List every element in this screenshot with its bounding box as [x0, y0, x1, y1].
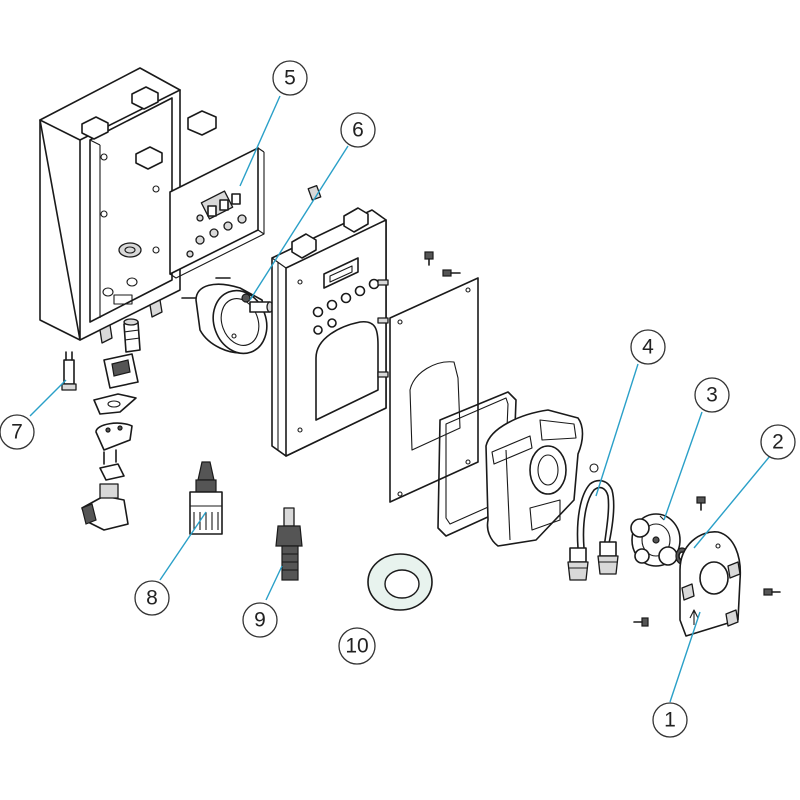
- leader-1: [669, 611, 701, 703]
- callout-label-2: 2: [772, 431, 784, 454]
- front-plate: [679, 531, 742, 637]
- callout-label-6: 6: [352, 119, 364, 142]
- callout-1: 1: [652, 702, 688, 738]
- callout-7: 7: [0, 414, 35, 450]
- pump-housing: [485, 409, 584, 547]
- callout-label-1: 1: [664, 709, 676, 732]
- callout-label-3: 3: [706, 384, 718, 407]
- rotor: [630, 513, 681, 567]
- callout-9: 9: [242, 602, 278, 638]
- motor-assembly: [181, 185, 322, 355]
- connector-stack: [61, 318, 141, 531]
- leader-lines: [29, 95, 771, 703]
- front-cover: [271, 207, 389, 457]
- leader-8: [159, 511, 207, 581]
- callout-10: 10: [338, 627, 376, 665]
- leader-5: [239, 95, 281, 187]
- callout-label-8: 8: [146, 587, 158, 610]
- callout-2: 2: [760, 424, 796, 460]
- front-plate-screws: [633, 496, 781, 627]
- callout-label-10: 10: [345, 635, 368, 658]
- callout-label-7: 7: [11, 421, 23, 444]
- flat-gasket: [389, 277, 479, 503]
- ring-weight: [367, 553, 433, 611]
- injection-valve: [189, 461, 223, 535]
- rear-enclosure: [39, 67, 181, 344]
- callout-label-9: 9: [254, 609, 266, 632]
- callout-4: 4: [630, 329, 666, 365]
- leader-6: [249, 145, 349, 301]
- leader-4: [595, 363, 639, 497]
- leader-9: [265, 565, 283, 601]
- leader-3: [663, 411, 703, 521]
- callout-label-4: 4: [642, 336, 654, 359]
- tube-assembly: [567, 463, 619, 581]
- clip-part: [187, 110, 217, 136]
- callout-5: 5: [272, 60, 308, 96]
- callout-6: 6: [340, 112, 376, 148]
- circuit-board: [169, 147, 265, 279]
- leader-2: [693, 455, 771, 549]
- gasket-screws: [424, 251, 461, 277]
- callout-3: 3: [694, 377, 730, 413]
- callout-8: 8: [134, 580, 170, 616]
- leader-7: [29, 379, 67, 417]
- foot-valve: [275, 507, 303, 581]
- callout-label-5: 5: [284, 67, 296, 90]
